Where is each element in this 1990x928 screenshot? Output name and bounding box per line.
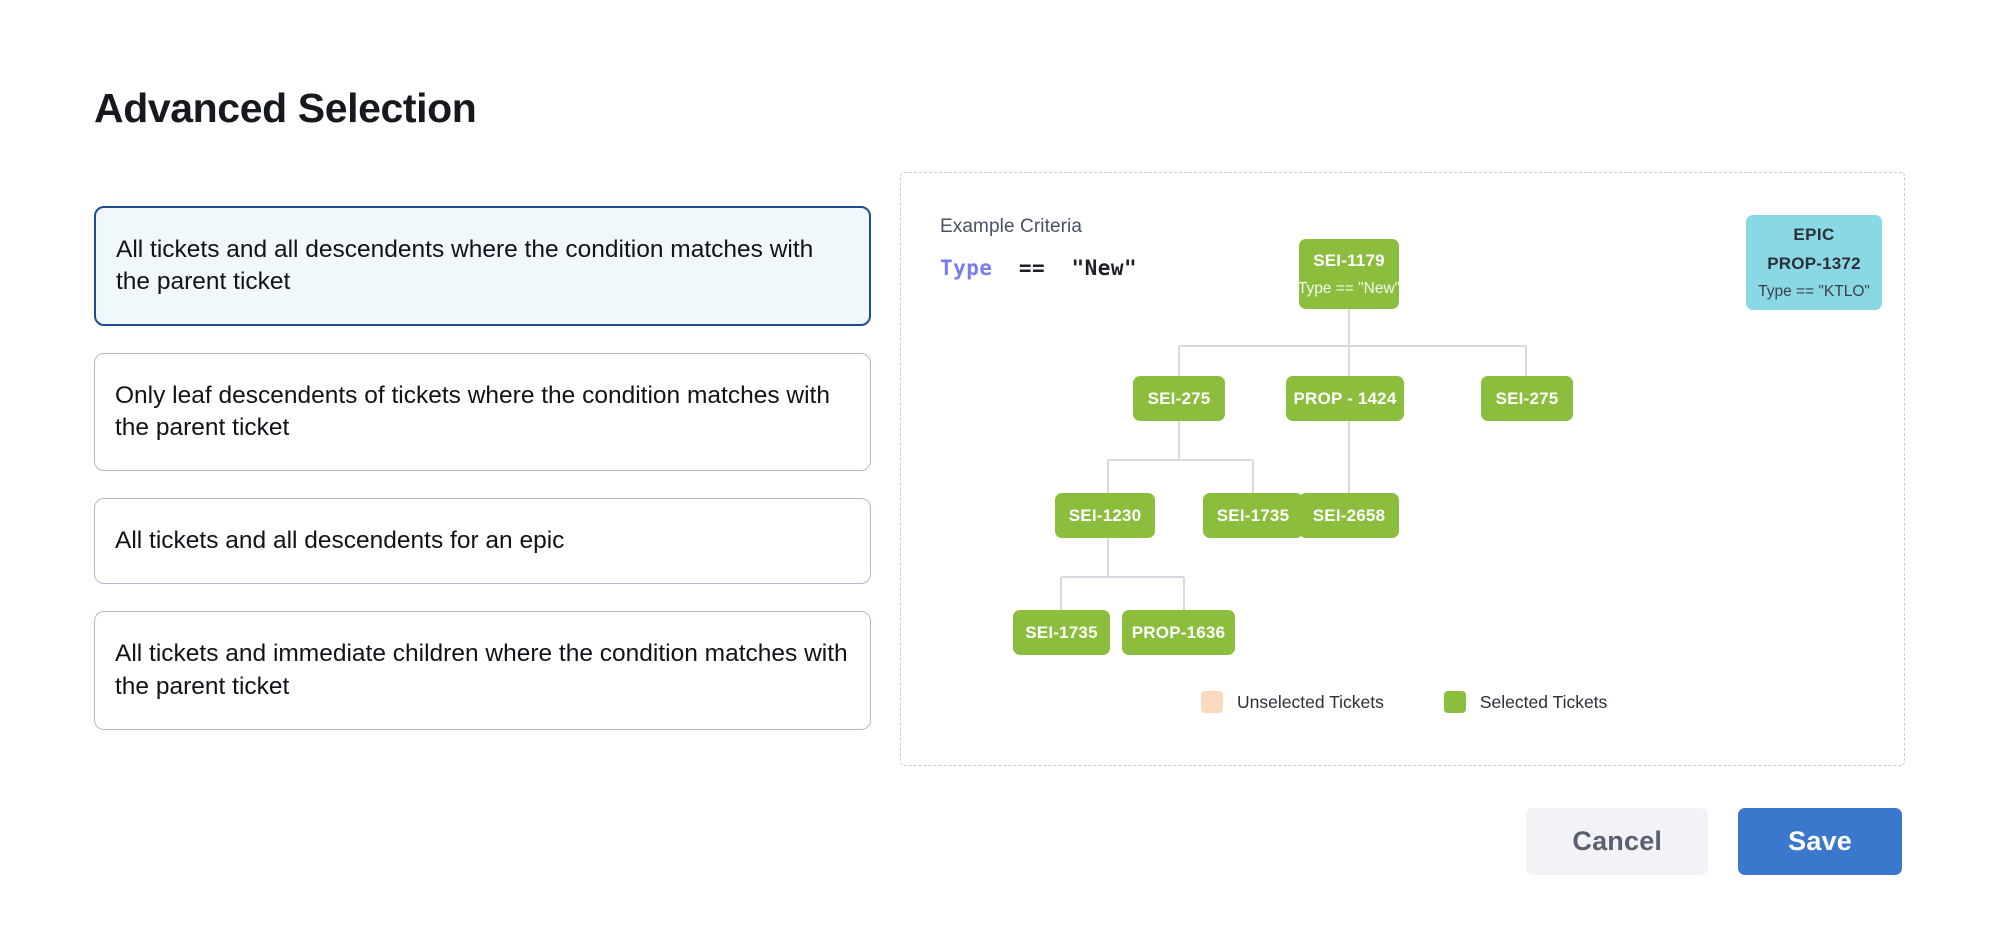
tree-node-id: SEI-2658 <box>1312 505 1386 525</box>
option-card-all-descendents[interactable]: All tickets and all descendents where th… <box>94 206 871 327</box>
legend-swatch-selected-icon <box>1443 691 1466 713</box>
legend-label: Unselected Tickets <box>1237 691 1384 712</box>
criteria-operator: == <box>1018 256 1046 280</box>
tree-node-sei-275-right[interactable]: SEI-275 <box>1481 376 1573 421</box>
save-button[interactable]: Save <box>1738 808 1902 875</box>
option-label: All tickets and immediate children where… <box>115 640 848 700</box>
option-label: All tickets and all descendents for an e… <box>115 527 565 555</box>
tree-node-id: SEI-275 <box>1495 388 1559 408</box>
tree-node-root[interactable]: SEI-1179 Type == "New" <box>1297 239 1401 309</box>
option-card-immediate-children[interactable]: All tickets and immediate children where… <box>94 611 871 730</box>
legend-label: Selected Tickets <box>1479 691 1608 712</box>
tree-node-id: SEI-1230 <box>1068 505 1142 525</box>
option-card-epic-descendents[interactable]: All tickets and all descendents for an e… <box>94 498 871 585</box>
criteria-block: Example Criteria Type == "New" <box>940 216 1137 280</box>
tree-node-condition: Type == "KTLO" <box>1758 282 1870 300</box>
tree-node-id: SEI-275 <box>1147 388 1211 408</box>
diagram-legend: Unselected Tickets Selected Tickets <box>1201 691 1607 713</box>
option-card-leaf-descendents[interactable]: Only leaf descendents of tickets where t… <box>94 353 871 472</box>
tree-node-sei-1230[interactable]: SEI-1230 <box>1055 493 1155 538</box>
tree-node-id: SEI-1735 <box>1025 622 1098 642</box>
tree-node-id: PROP-1636 <box>1131 622 1226 642</box>
cancel-button[interactable]: Cancel <box>1526 808 1709 875</box>
dialog-footer: Cancel Save <box>1526 808 1902 875</box>
example-diagram-panel: Example Criteria Type == "New" <box>900 172 1905 766</box>
tree-node-condition: Type == "New" <box>1297 279 1401 297</box>
legend-item-selected: Selected Tickets <box>1443 691 1608 713</box>
selection-options-list: All tickets and all descendents where th… <box>94 206 871 730</box>
tree-node-sei-1735-leaf[interactable]: SEI-1735 <box>1013 610 1110 655</box>
tree-node-sei-275-left[interactable]: SEI-275 <box>1133 376 1225 421</box>
tree-node-kind: EPIC <box>1793 224 1835 244</box>
criteria-title: Example Criteria <box>940 216 1083 237</box>
tree-node-id: PROP - 1424 <box>1293 388 1397 408</box>
criteria-value: "New" <box>1071 256 1138 280</box>
criteria-expression: Type == "New" <box>940 256 1137 280</box>
tree-node-prop-1424[interactable]: PROP - 1424 <box>1286 376 1404 421</box>
tree-node-sei-2658[interactable]: SEI-2658 <box>1299 493 1399 538</box>
option-label: All tickets and all descendents where th… <box>116 236 814 296</box>
tree-node-sei-1735-mid[interactable]: SEI-1735 <box>1203 493 1303 538</box>
option-label: Only leaf descendents of tickets where t… <box>115 382 830 442</box>
tree-node-epic[interactable]: EPIC PROP-1372 Type == "KTLO" <box>1746 215 1882 310</box>
legend-swatch-unselected-icon <box>1201 691 1223 713</box>
legend-item-unselected: Unselected Tickets <box>1201 691 1384 713</box>
tree-node-id: SEI-1735 <box>1216 505 1290 525</box>
tree-node-prop-1636[interactable]: PROP-1636 <box>1122 610 1235 655</box>
tree-node-id: SEI-1179 <box>1313 250 1385 270</box>
criteria-field: Type <box>940 256 993 280</box>
page-title: Advanced Selection <box>94 85 477 132</box>
tree-node-id: PROP-1372 <box>1767 253 1861 273</box>
